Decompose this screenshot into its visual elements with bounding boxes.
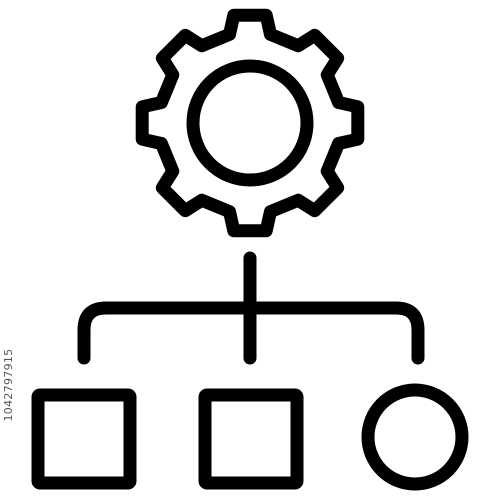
gear-icon — [135, 8, 365, 238]
gear-hub-circle — [186, 59, 314, 187]
stock-id-text: 1042797915 — [2, 348, 15, 422]
left-square-node — [31, 388, 137, 490]
right-circle-node — [361, 383, 469, 491]
branch-connector — [77, 301, 425, 365]
middle-square-node — [198, 388, 304, 490]
